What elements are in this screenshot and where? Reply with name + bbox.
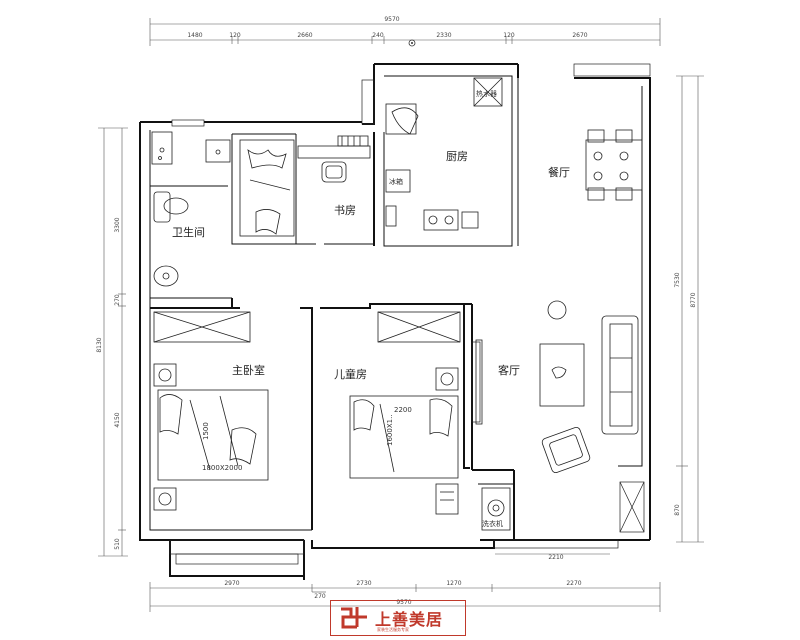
dim-right-upper: 7530 xyxy=(674,272,681,287)
dim-top-seg-5: 2330 xyxy=(436,32,451,39)
washbasin xyxy=(153,265,179,287)
bathroom-fixtures xyxy=(151,131,231,287)
dim-top-seg-1: 1480 xyxy=(187,32,202,39)
study-chair xyxy=(321,161,347,183)
top-dimension-lines xyxy=(149,18,661,46)
dim-bottom-small: 270 xyxy=(314,593,326,600)
brand-name: 上善美居 xyxy=(375,610,444,629)
dim-left-upper: 3300 xyxy=(114,217,121,232)
right-dimension-labels: 7530 870 8770 xyxy=(674,272,697,516)
dim-top-seg-2: 120 xyxy=(229,32,241,39)
room-label-living-room: 客厅 xyxy=(498,363,520,377)
dim-bottom-total: 9570 xyxy=(396,599,411,606)
kids-nightstands xyxy=(435,367,459,515)
compass-icon xyxy=(408,39,416,47)
bottom-dimension-labels: 2970 2730 1270 2270 270 9570 2210 xyxy=(224,554,581,606)
master-nightstands xyxy=(153,363,177,511)
dim-left-bottom: 510 xyxy=(114,538,121,550)
master-wardrobe xyxy=(153,311,251,343)
plant-pot xyxy=(547,300,567,320)
left-dimension-lines xyxy=(98,127,128,557)
shower-drain-icon xyxy=(159,147,165,153)
master-bed xyxy=(157,389,269,481)
bottom-dimension-lines xyxy=(149,553,661,612)
fridge xyxy=(385,169,411,193)
dim-left-total: 8130 xyxy=(96,337,103,352)
sink-counter xyxy=(205,139,231,163)
heater-box xyxy=(473,77,503,107)
dim-top-seg-6: 120 xyxy=(503,32,515,39)
left-dimension-labels: 3300 270 4150 510 8130 xyxy=(96,217,121,550)
study-desk xyxy=(297,145,371,159)
label-fridge: 冰箱 xyxy=(389,177,403,186)
room-label-master-bedroom: 主卧室 xyxy=(232,363,265,377)
dim-top-seg-3: 2660 xyxy=(297,32,312,39)
stove xyxy=(423,209,459,231)
dim-bottom-seg-3: 1270 xyxy=(446,580,461,587)
tv-cabinet xyxy=(475,339,483,425)
dim-bottom-seg-1: 2970 xyxy=(224,580,239,587)
toilet xyxy=(153,191,171,223)
brand-mark-icon xyxy=(341,607,367,629)
armchair xyxy=(541,426,591,474)
dim-bottom-seg-4: 2270 xyxy=(566,580,581,587)
sofa xyxy=(601,315,639,435)
room-label-kitchen: 厨房 xyxy=(446,150,468,163)
dim-top-seg-7: 2670 xyxy=(572,32,587,39)
dim-top-total: 9570 xyxy=(384,16,399,23)
dim-right-lower: 870 xyxy=(674,504,681,516)
top-dimension-labels: 9570 1480 120 2660 240 2330 120 2670 xyxy=(187,16,587,39)
kids-wardrobe xyxy=(377,311,461,343)
room-label-bathroom: 卫生间 xyxy=(172,225,205,239)
label-heater: 热水器 xyxy=(476,89,497,98)
kitchen-counter-top xyxy=(385,103,417,135)
brand-logo: 上善美居 家装生活服务专家 xyxy=(330,600,466,636)
washer xyxy=(481,487,511,531)
study-furniture xyxy=(297,135,371,183)
walls xyxy=(139,63,651,580)
dim-left-mid: 270 xyxy=(114,294,121,306)
master-bed-size: 1800X2000 xyxy=(202,464,242,472)
label-washer: 洗衣机 xyxy=(482,519,503,528)
coffee-table xyxy=(539,343,585,407)
guest-bed xyxy=(239,139,295,237)
master-bed-width: 1500 xyxy=(202,422,210,440)
living-furniture xyxy=(475,300,639,474)
kids-bed-width: 2200 xyxy=(394,406,412,414)
dining-table xyxy=(585,129,643,201)
kids-bed xyxy=(349,395,459,479)
room-label-kids-room: 儿童房 xyxy=(334,367,367,381)
dim-left-lower: 4150 xyxy=(114,412,121,427)
room-label-dining: 餐厅 xyxy=(548,165,570,179)
faucet-icon xyxy=(215,149,221,155)
kitchen-fixtures xyxy=(385,77,503,231)
kids-bed-size: 1600X1.. xyxy=(386,414,394,446)
shower-tray xyxy=(151,131,173,165)
right-dimension-lines xyxy=(676,75,704,543)
brand-tagline: 家装生活服务专家 xyxy=(377,627,409,632)
dim-bottom-seg-2: 2730 xyxy=(356,580,371,587)
dim-right-total: 8770 xyxy=(690,292,697,307)
room-label-study: 书房 xyxy=(334,204,356,217)
dim-top-seg-4: 240 xyxy=(372,32,384,39)
windows xyxy=(169,63,651,565)
dim-living-bottom: 2210 xyxy=(548,554,563,561)
